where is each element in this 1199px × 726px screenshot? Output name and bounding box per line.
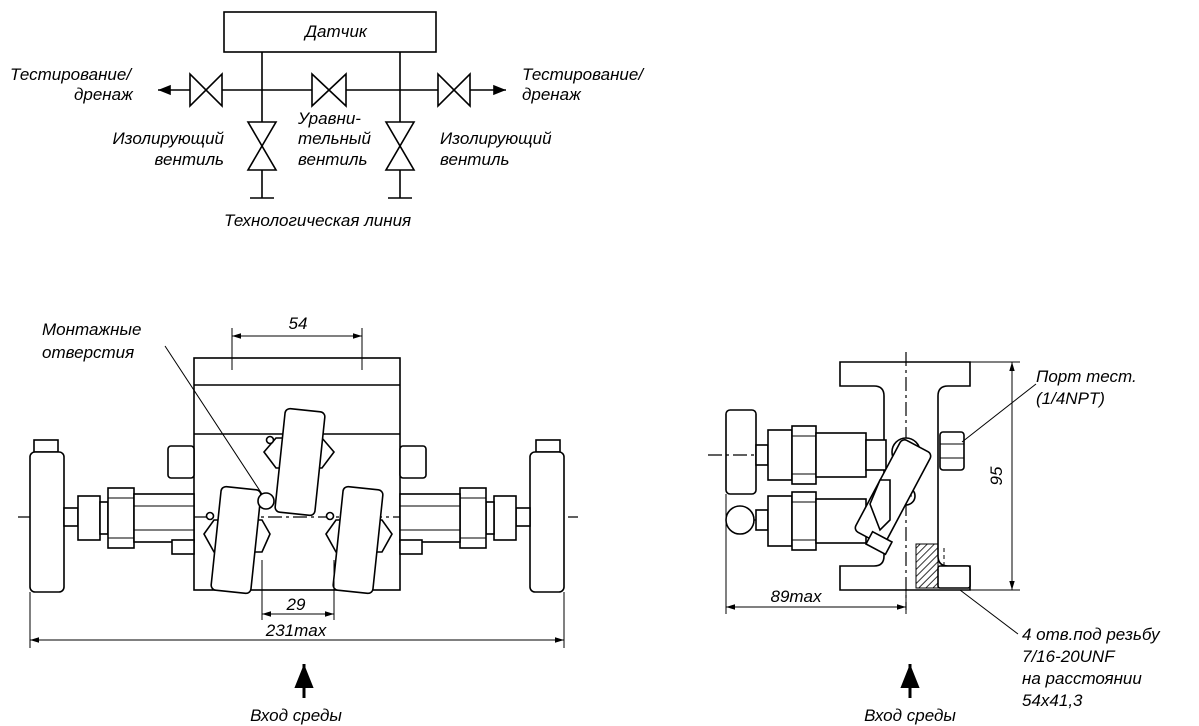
mounting-holes-line2: отверстия — [42, 343, 134, 362]
drain-valve-right — [437, 72, 471, 108]
mounting-hole — [257, 492, 275, 510]
isolating-right-line1: Изолирующий — [440, 129, 552, 148]
equalizing-line2: тельный — [298, 129, 371, 148]
dim-overall-label: 231max — [265, 621, 327, 640]
side-media-inlet-label: Вход среды — [864, 706, 956, 725]
sensor-box — [223, 11, 437, 53]
equalizing-line3: вентиль — [298, 150, 367, 169]
test-drain-left-line1: Тестирование/ — [10, 65, 133, 84]
isolating-left-line2: вентиль — [155, 150, 224, 169]
isolating-right-line2: вентиль — [440, 150, 509, 169]
side-view: 95 89max Порт тест. (1/4NPT) 4 отв.под р… — [708, 352, 1161, 725]
test-port-line2: (1/4NPT) — [1036, 389, 1105, 408]
isolating-left-line1: Изолирующий — [112, 129, 224, 148]
isolating-valve-left — [246, 121, 278, 171]
valve-stem-right — [399, 493, 461, 543]
dim-top-label: 54 — [289, 314, 308, 333]
test-port-line1: Порт тест. — [1036, 367, 1137, 386]
media-inlet-label: Вход среды — [250, 706, 342, 725]
process-line-label: Технологическая линия — [224, 211, 411, 230]
drain-valve-left — [189, 72, 223, 108]
valve-stem-left — [133, 493, 195, 543]
side-handwheel — [725, 409, 757, 495]
equalizing-valve — [311, 72, 347, 108]
handwheel-left — [29, 451, 65, 593]
holes-note-line4: 54x41,3 — [1022, 691, 1083, 710]
holes-note-line2: 7/16-20UNF — [1022, 647, 1116, 666]
test-port — [939, 431, 965, 471]
test-drain-right-line2: дренаж — [522, 85, 582, 104]
front-view: Монтажные отверстия 54 29 231max Вход ср… — [18, 314, 578, 725]
dim-depth-label: 89max — [770, 587, 822, 606]
isolating-valve-right — [384, 121, 416, 171]
test-port-leader — [961, 383, 1037, 443]
dim-height-label: 95 — [987, 466, 1006, 485]
handle-equalizing — [274, 407, 326, 517]
handle-isolating-left — [210, 485, 262, 595]
mounting-holes-leader — [164, 345, 263, 495]
holes-note-leader — [959, 589, 1019, 635]
mounting-holes-line1: Монтажные — [42, 320, 141, 339]
handwheel-right — [529, 451, 565, 593]
handle-isolating-right — [332, 485, 384, 595]
threaded-hole-section — [915, 543, 939, 589]
test-drain-right-line1: Тестирование/ — [522, 65, 645, 84]
valve-schematic: Датчик Тестирование/ дренаж Тестирование… — [10, 11, 645, 230]
holes-note-line1: 4 отв.под резьбу — [1022, 625, 1161, 644]
holes-note-line3: на расстоянии — [1022, 669, 1142, 688]
test-drain-left-line2: дренаж — [74, 85, 134, 104]
dim-bottom-label: 29 — [286, 595, 306, 614]
equalizing-line1: Уравни- — [297, 109, 361, 128]
sensor-label: Датчик — [303, 22, 368, 41]
